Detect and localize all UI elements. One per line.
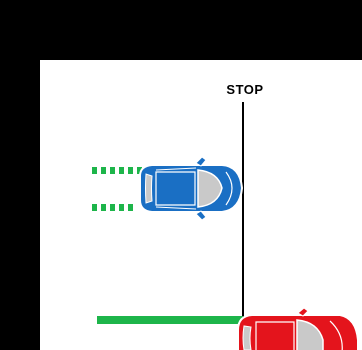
green-solid-guide — [97, 316, 243, 324]
green-dashed-guide-top — [92, 167, 142, 174]
red-car-icon — [237, 307, 359, 350]
blue-car-icon — [139, 156, 244, 221]
green-dashed-guide-bottom — [92, 204, 133, 211]
left-wall — [0, 0, 40, 350]
stop-label: STOP — [226, 82, 263, 97]
top-wall — [0, 0, 362, 60]
